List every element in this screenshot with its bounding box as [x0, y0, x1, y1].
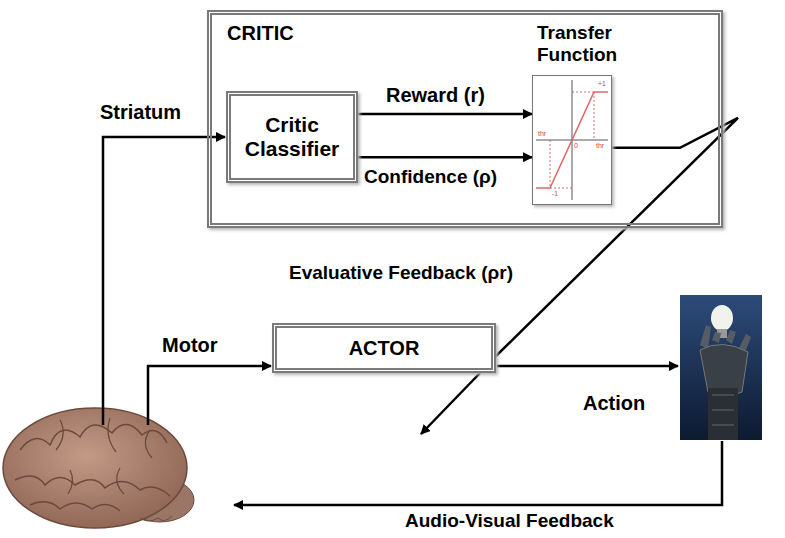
motor-wire — [148, 366, 271, 425]
transfer-function-box: Transfer Function — [532, 75, 612, 205]
robot-hand-photo — [680, 295, 762, 440]
axis-tick-label: +1 — [598, 80, 606, 88]
signal-label: Audio-Visual Feedback — [405, 510, 614, 532]
learning-arrow — [421, 373, 480, 434]
edge-label: Confidence (ρ) — [362, 166, 499, 188]
signal-connector — [358, 113, 532, 116]
signal-connector — [358, 156, 532, 159]
edge-label: Reward (r) — [384, 84, 487, 107]
axis-tick-label: 0 — [574, 142, 578, 150]
classifier-box: Critic Classifier — [226, 91, 358, 183]
transfer-function-plot — [536, 80, 608, 200]
actor-box: ACTOR — [272, 323, 496, 373]
pathway-label: Striatum — [100, 101, 181, 124]
axis-tick-label: -1 — [552, 190, 558, 198]
action-wire — [497, 365, 678, 368]
brain-illustration — [3, 408, 194, 528]
signal-label: Action — [583, 392, 645, 415]
edge-label: Evaluative Feedback (ρr) — [287, 262, 515, 284]
group-title: CRITIC — [227, 22, 294, 45]
axis-tick-label: thr — [538, 130, 546, 138]
box-heading: Transfer Function — [537, 22, 632, 66]
box-label: ACTOR — [349, 337, 420, 360]
feedback-wire — [234, 441, 722, 505]
critic-group-box: CRITIC Critic Classifier Transfer Function — [207, 10, 723, 228]
axis-tick-label: thr — [596, 142, 604, 150]
pathway-label: Motor — [162, 334, 218, 357]
box-label: Critic Classifier — [239, 113, 345, 161]
